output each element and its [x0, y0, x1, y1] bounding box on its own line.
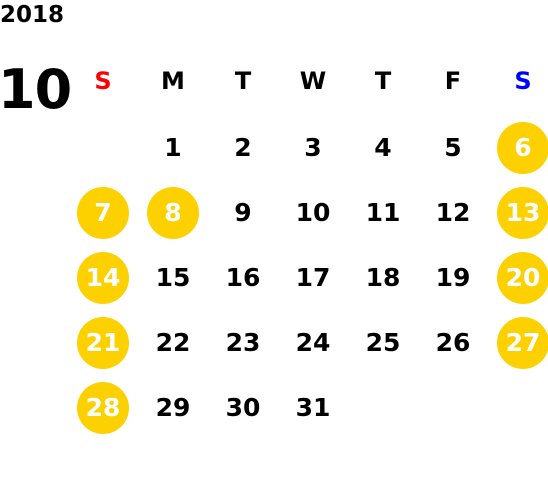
day-highlighted[interactable]: 28 [77, 381, 129, 434]
day-cell: 14 [68, 245, 138, 310]
day-cell [68, 115, 138, 180]
day-cell: 16 [208, 245, 278, 310]
day-cell: 9 [208, 180, 278, 245]
day-cell: 5 [418, 115, 488, 180]
day-cell: 4 [348, 115, 418, 180]
day[interactable]: 15 [155, 263, 191, 292]
day-cell: 17 [278, 245, 348, 310]
day-cell: 2 [208, 115, 278, 180]
day-cell [488, 375, 548, 440]
day[interactable]: 17 [295, 263, 331, 292]
day-highlighted[interactable]: 7 [77, 186, 129, 239]
day-cell: 12 [418, 180, 488, 245]
day[interactable]: 18 [365, 263, 401, 292]
day-cell: 21 [68, 310, 138, 375]
day-cell [348, 375, 418, 440]
day[interactable]: 25 [365, 328, 401, 357]
day[interactable]: 30 [225, 393, 261, 422]
day-cell: 25 [348, 310, 418, 375]
day-cell: 22 [138, 310, 208, 375]
day-cell: 7 [68, 180, 138, 245]
day-cell: 27 [488, 310, 548, 375]
day[interactable]: 29 [155, 393, 191, 422]
day-cell: 18 [348, 245, 418, 310]
weekday-header-mon: M [161, 67, 185, 95]
day-cell: 15 [138, 245, 208, 310]
weekday-header-thu: T [374, 67, 392, 95]
day-cell: 28 [68, 375, 138, 440]
day[interactable]: 23 [225, 328, 261, 357]
day[interactable]: 9 [234, 198, 252, 227]
weekday-header-sat: S [514, 67, 532, 95]
day-cell: 6 [488, 115, 548, 180]
day-cell: 23 [208, 310, 278, 375]
year-label: 2018 [0, 2, 65, 28]
day-highlighted[interactable]: 8 [147, 186, 199, 239]
day-cell: 29 [138, 375, 208, 440]
day[interactable]: 4 [374, 133, 392, 162]
day[interactable]: 1 [164, 133, 182, 162]
day-highlighted[interactable]: 14 [77, 251, 129, 304]
day-cell: 19 [418, 245, 488, 310]
day[interactable]: 2 [234, 133, 252, 162]
day[interactable]: 22 [155, 328, 191, 357]
day[interactable]: 31 [295, 393, 331, 422]
day-cell: 11 [348, 180, 418, 245]
day-cell: 10 [278, 180, 348, 245]
day-highlighted[interactable]: 20 [497, 251, 548, 304]
day-highlighted[interactable]: 27 [497, 316, 548, 369]
day-cell: 24 [278, 310, 348, 375]
day-highlighted[interactable]: 13 [497, 186, 548, 239]
day[interactable]: 16 [225, 263, 261, 292]
day-cell: 26 [418, 310, 488, 375]
weekday-header-wed: W [299, 67, 327, 95]
day[interactable]: 12 [435, 198, 471, 227]
day-cell: 20 [488, 245, 548, 310]
weekday-header-tue: T [234, 67, 252, 95]
day-cell: 1 [138, 115, 208, 180]
day[interactable]: 5 [444, 133, 462, 162]
day[interactable]: 26 [435, 328, 471, 357]
month-number: 10 [0, 58, 72, 121]
day[interactable]: 10 [295, 198, 331, 227]
day[interactable]: 19 [435, 263, 471, 292]
day-cell [418, 375, 488, 440]
day-highlighted[interactable]: 21 [77, 316, 129, 369]
weekday-header-sun: S [94, 67, 112, 95]
day[interactable]: 11 [365, 198, 401, 227]
day-cell: 31 [278, 375, 348, 440]
day-highlighted[interactable]: 6 [497, 121, 548, 174]
day-cell: 8 [138, 180, 208, 245]
weekday-header-fri: F [444, 67, 462, 95]
day-cell: 13 [488, 180, 548, 245]
day[interactable]: 3 [304, 133, 322, 162]
day-cell: 30 [208, 375, 278, 440]
day-cell: 3 [278, 115, 348, 180]
day[interactable]: 24 [295, 328, 331, 357]
